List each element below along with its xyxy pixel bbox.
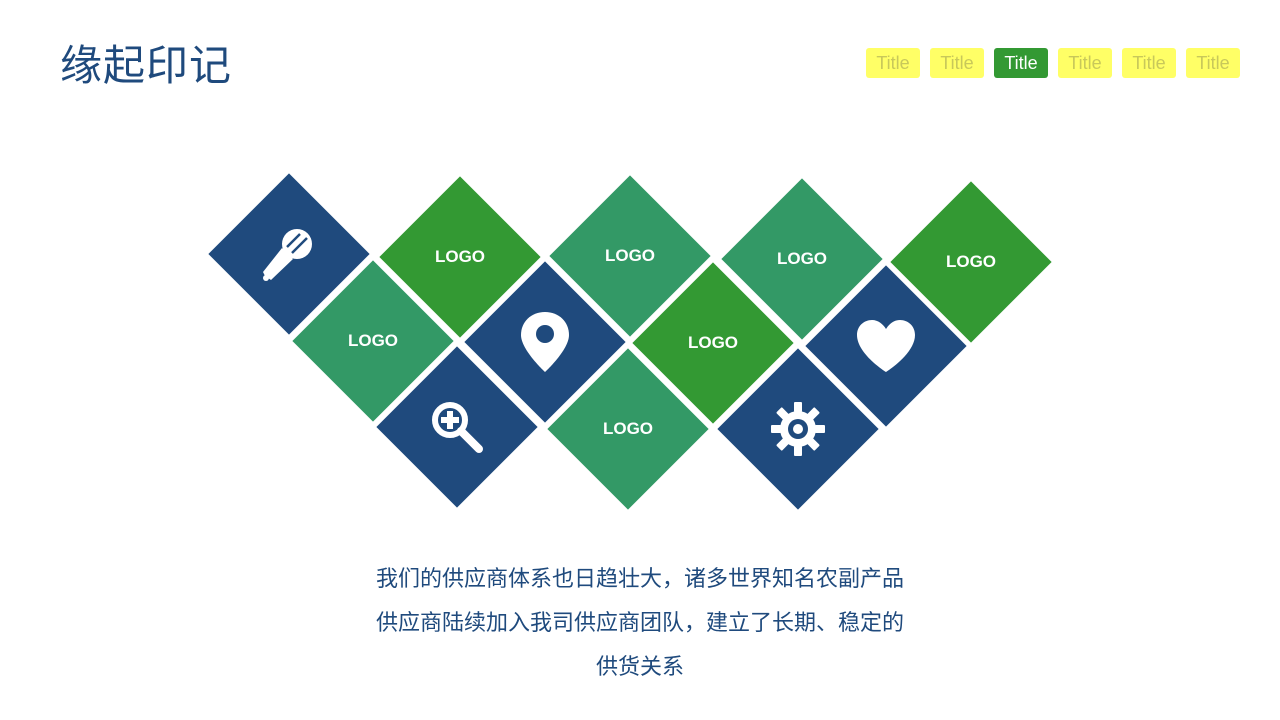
logo-label: LOGO	[434, 247, 486, 266]
tile-microphone	[208, 173, 370, 335]
description-line-2: 供应商陆续加入我司供应商团队，建立了长期、稳定的	[375, 611, 904, 636]
zoom-in-icon	[429, 399, 485, 455]
tile-gear	[717, 348, 879, 510]
tile-logo-7: LOGO	[547, 348, 709, 510]
tile-location	[464, 261, 626, 423]
logo-label: LOGO	[604, 246, 656, 265]
logo-label: LOGO	[776, 249, 828, 268]
location-pin-icon	[519, 310, 571, 374]
microphone-icon	[257, 222, 321, 286]
tab-3[interactable]: Title	[994, 48, 1048, 78]
tile-heart	[805, 265, 967, 427]
tile-zoom	[376, 346, 538, 508]
description-line-1: 我们的供应商体系也日趋壮大，诸多世界知名农副产品	[375, 567, 904, 592]
gear-icon	[768, 399, 828, 459]
tab-4[interactable]: Title	[1058, 48, 1112, 78]
logo-label: LOGO	[347, 331, 399, 350]
tab-6[interactable]: Title	[1186, 48, 1240, 78]
tab-5[interactable]: Title	[1122, 48, 1176, 78]
description-text: 我们的供应商体系也日趋壮大，诸多世界知名农副产品 供应商陆续加入我司供应商团队，…	[300, 558, 980, 690]
tab-2[interactable]: Title	[930, 48, 984, 78]
tab-1[interactable]: Title	[866, 48, 920, 78]
logo-label: LOGO	[602, 419, 654, 438]
logo-label: LOGO	[945, 252, 997, 271]
description-line-3: 供货关系	[595, 655, 684, 680]
logo-label: LOGO	[687, 333, 739, 352]
page-title: 缘起印记	[60, 41, 233, 90]
heart-icon	[855, 318, 917, 374]
